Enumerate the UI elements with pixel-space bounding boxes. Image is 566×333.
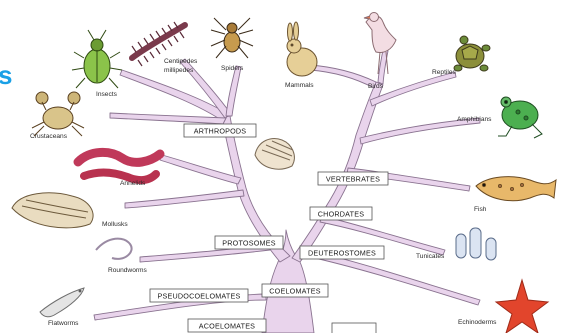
branch-annelids bbox=[160, 155, 241, 184]
rabbit-illustration bbox=[287, 22, 317, 76]
label-chordates-text: CHORDATES bbox=[318, 210, 364, 219]
animal-label-crustaceans: Crustaceans bbox=[30, 133, 68, 140]
worm-illustration bbox=[78, 152, 160, 180]
roundworm-illustration bbox=[96, 239, 132, 259]
label-arthropods-text: ARTHROPODS bbox=[194, 127, 247, 136]
label-pseudocoelomates: PSEUDOCOELOMATES bbox=[150, 289, 248, 302]
branch-crustaceans bbox=[110, 113, 226, 124]
animal-label-spiders: Spiders bbox=[221, 65, 244, 72]
turtle-illustration bbox=[454, 36, 490, 71]
flatworm-illustration bbox=[40, 288, 84, 317]
label-acoelomates: ACOELOMATES bbox=[188, 319, 266, 332]
label-cropped-box bbox=[332, 323, 376, 333]
tunicates-illustration bbox=[456, 228, 496, 260]
animal-label-amphibians: Amphibians bbox=[457, 116, 492, 123]
branch-mollusks bbox=[125, 190, 244, 208]
animal-label-millipedes: millipedes bbox=[164, 67, 194, 74]
beetle-illustration bbox=[72, 30, 122, 88]
animal-label-flatworms: Flatworms bbox=[48, 320, 79, 327]
label-protostomes-text: PROTOSOMES bbox=[222, 239, 275, 248]
animal-label-insects: Insects bbox=[96, 91, 118, 98]
label-protostomes: PROTOSOMES bbox=[215, 236, 283, 249]
animal-label-mollusks: Mollusks bbox=[102, 221, 128, 228]
label-vertebrates-text: VERTEBRATES bbox=[326, 175, 380, 184]
animal-label-tunicates: Tunicates bbox=[416, 253, 445, 260]
label-acoelomates-text: ACOELOMATES bbox=[199, 322, 255, 331]
crab-illustration bbox=[32, 92, 84, 136]
label-coelomates: COELOMATES bbox=[262, 284, 328, 297]
label-chordates: CHORDATES bbox=[310, 207, 372, 220]
branch-mammals bbox=[310, 65, 376, 88]
scallop-illustration bbox=[255, 139, 294, 170]
starfish-illustration bbox=[496, 280, 548, 333]
label-coelomates-text: COELOMATES bbox=[269, 287, 320, 296]
cropped-edge-text: s bbox=[0, 60, 12, 90]
animal-label-roundworms: Roundworms bbox=[108, 267, 148, 274]
branch-spiders bbox=[226, 66, 241, 116]
animal-label-reptiles: Reptiles bbox=[432, 69, 457, 76]
label-deuterostomes: DEUTEROSTOMES bbox=[300, 246, 384, 259]
label-pseudocoelomates-text: PSEUDOCOELOMATES bbox=[158, 292, 241, 301]
label-arthropods: ARTHROPODS bbox=[184, 124, 256, 137]
label-vertebrates: VERTEBRATES bbox=[318, 172, 388, 185]
animal-label-echinoderms: Echinoderms bbox=[458, 319, 497, 326]
animal-label-fish: Fish bbox=[474, 206, 487, 213]
animal-label-centipedes: Centipedes bbox=[164, 58, 198, 65]
animal-label-annelids: Annelids bbox=[120, 180, 146, 187]
clam-illustration bbox=[12, 193, 93, 228]
animal-label-mammals: Mammals bbox=[285, 82, 314, 89]
spider-illustration bbox=[211, 18, 253, 58]
label-deuterostomes-text: DEUTEROSTOMES bbox=[308, 249, 376, 258]
fish-illustration bbox=[476, 177, 556, 201]
animal-label-birds: Birds bbox=[368, 83, 384, 90]
frog-illustration bbox=[498, 97, 542, 138]
